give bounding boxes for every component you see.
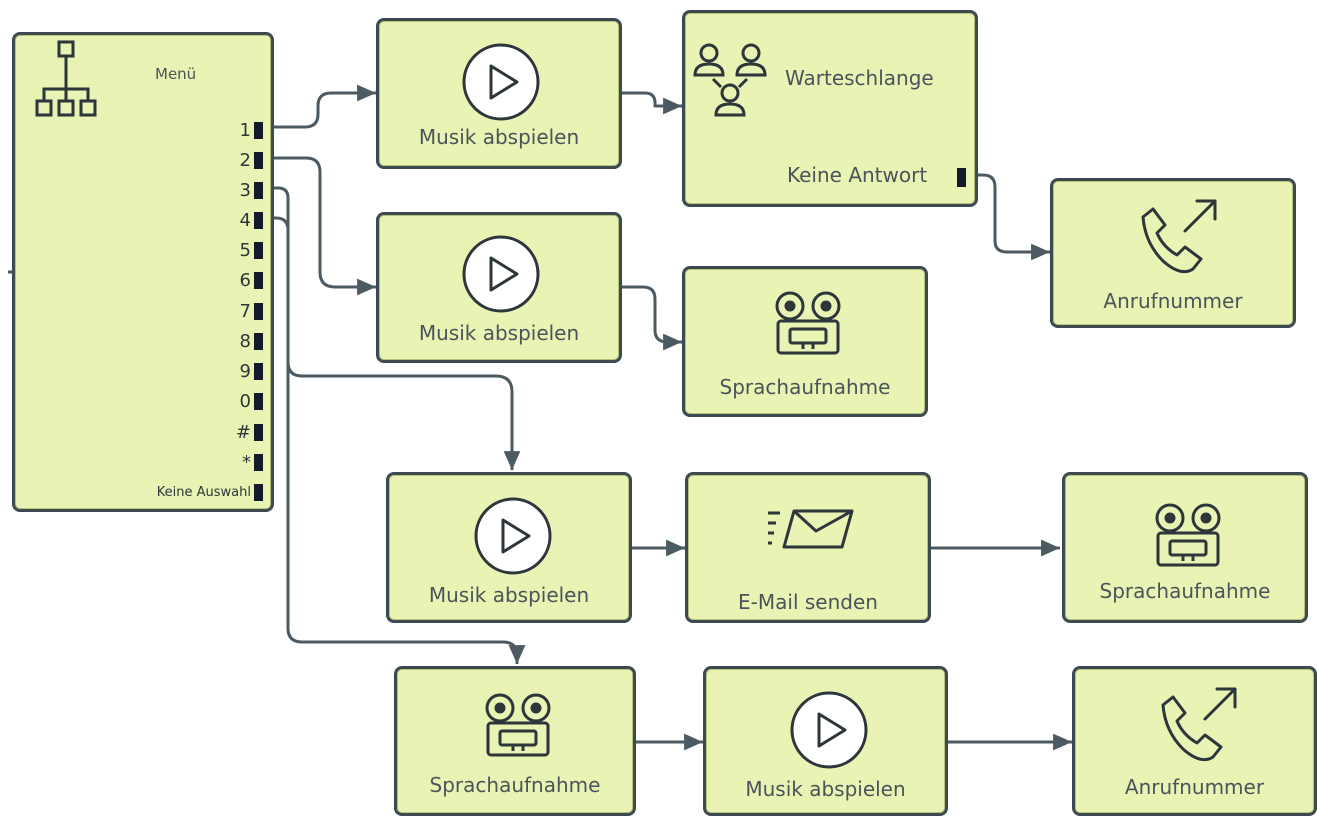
- menu-option-1[interactable]: 1: [240, 120, 263, 141]
- connector-option1-to-music1: [266, 84, 376, 129]
- connector-option3-to-music3: [266, 186, 521, 470]
- connector-music2-to-recording1: [622, 285, 682, 351]
- menu-option-hash[interactable]: #: [236, 422, 263, 443]
- outgoing-call-icon: [1161, 687, 1237, 762]
- tape-recorder-icon: [775, 291, 841, 355]
- outgoing-call-icon: [1141, 199, 1217, 274]
- music-label: Musik abspielen: [745, 777, 906, 801]
- menu-node[interactable]: Menü 1 2 3 4 5 6 7 8 9 0 # * Keine Auswa…: [12, 32, 274, 512]
- recording-node-3[interactable]: Sprachaufnahme: [394, 666, 636, 816]
- connector-music1-to-queue: [622, 91, 682, 115]
- connector-option2-to-music2: [266, 156, 376, 296]
- menu-option-4[interactable]: 4: [240, 210, 263, 231]
- option-port[interactable]: [254, 271, 263, 289]
- option-port[interactable]: [254, 302, 263, 320]
- queue-people-icon: [693, 43, 767, 117]
- option-port[interactable]: [254, 121, 263, 139]
- option-port[interactable]: [254, 151, 263, 169]
- recording-label: Sprachaufnahme: [1099, 579, 1271, 603]
- recording-node-1[interactable]: Sprachaufnahme: [682, 266, 928, 417]
- option-port[interactable]: [254, 483, 263, 501]
- option-port[interactable]: [254, 181, 263, 199]
- no-answer-label: Keine Antwort: [787, 163, 928, 187]
- music-node-4[interactable]: Musik abspielen: [703, 666, 948, 816]
- music-label: Musik abspielen: [418, 321, 580, 345]
- music-node-1[interactable]: Musik abspielen: [376, 18, 622, 169]
- call-node-1[interactable]: Anrufnummer: [1050, 178, 1296, 328]
- menu-title: Menü: [155, 65, 197, 83]
- email-label: E-Mail senden: [738, 590, 878, 614]
- menu-option-no-selection[interactable]: Keine Auswahl: [157, 482, 263, 502]
- option-port[interactable]: [254, 362, 263, 380]
- menu-option-9[interactable]: 9: [240, 361, 263, 382]
- call-node-2[interactable]: Anrufnummer: [1072, 666, 1317, 816]
- option-port[interactable]: [254, 241, 263, 259]
- menu-option-6[interactable]: 6: [240, 270, 263, 291]
- play-icon: [462, 43, 540, 121]
- recording-label: Sprachaufnahme: [429, 773, 601, 797]
- tape-recorder-icon: [1155, 503, 1221, 567]
- menu-option-3[interactable]: 3: [240, 180, 263, 201]
- music-label: Musik abspielen: [418, 125, 580, 149]
- call-label: Anrufnummer: [1124, 775, 1265, 799]
- menu-option-star[interactable]: *: [242, 452, 263, 473]
- call-label: Anrufnummer: [1103, 289, 1243, 313]
- menu-option-8[interactable]: 8: [240, 331, 263, 352]
- queue-label: Warteschlange: [785, 66, 934, 90]
- music-node-2[interactable]: Musik abspielen: [376, 212, 622, 363]
- play-icon: [790, 691, 868, 769]
- menu-option-2[interactable]: 2: [240, 150, 263, 171]
- recording-label: Sprachaufnahme: [719, 375, 891, 399]
- tape-recorder-icon: [485, 693, 551, 757]
- play-icon: [474, 497, 552, 575]
- music-label: Musik abspielen: [428, 583, 590, 607]
- hierarchy-icon: [35, 40, 97, 117]
- email-node[interactable]: E-Mail senden: [685, 472, 931, 623]
- menu-option-0[interactable]: 0: [240, 391, 263, 412]
- recording-node-2[interactable]: Sprachaufnahme: [1062, 472, 1308, 623]
- queue-node[interactable]: Warteschlange Keine Antwort: [682, 10, 978, 207]
- option-port[interactable]: [254, 332, 263, 350]
- option-port[interactable]: [254, 392, 263, 410]
- menu-option-5[interactable]: 5: [240, 240, 263, 261]
- send-mail-icon: [768, 509, 854, 549]
- no-answer-port[interactable]: [957, 168, 966, 187]
- play-icon: [462, 235, 540, 313]
- option-port[interactable]: [254, 453, 263, 471]
- music-node-3[interactable]: Musik abspielen: [386, 472, 632, 623]
- connector-option4-to-recording3: [266, 216, 526, 664]
- menu-option-7[interactable]: 7: [240, 301, 263, 322]
- connector-noanswer-to-call1: [966, 173, 1050, 261]
- option-port[interactable]: [254, 211, 263, 229]
- option-port[interactable]: [254, 423, 263, 441]
